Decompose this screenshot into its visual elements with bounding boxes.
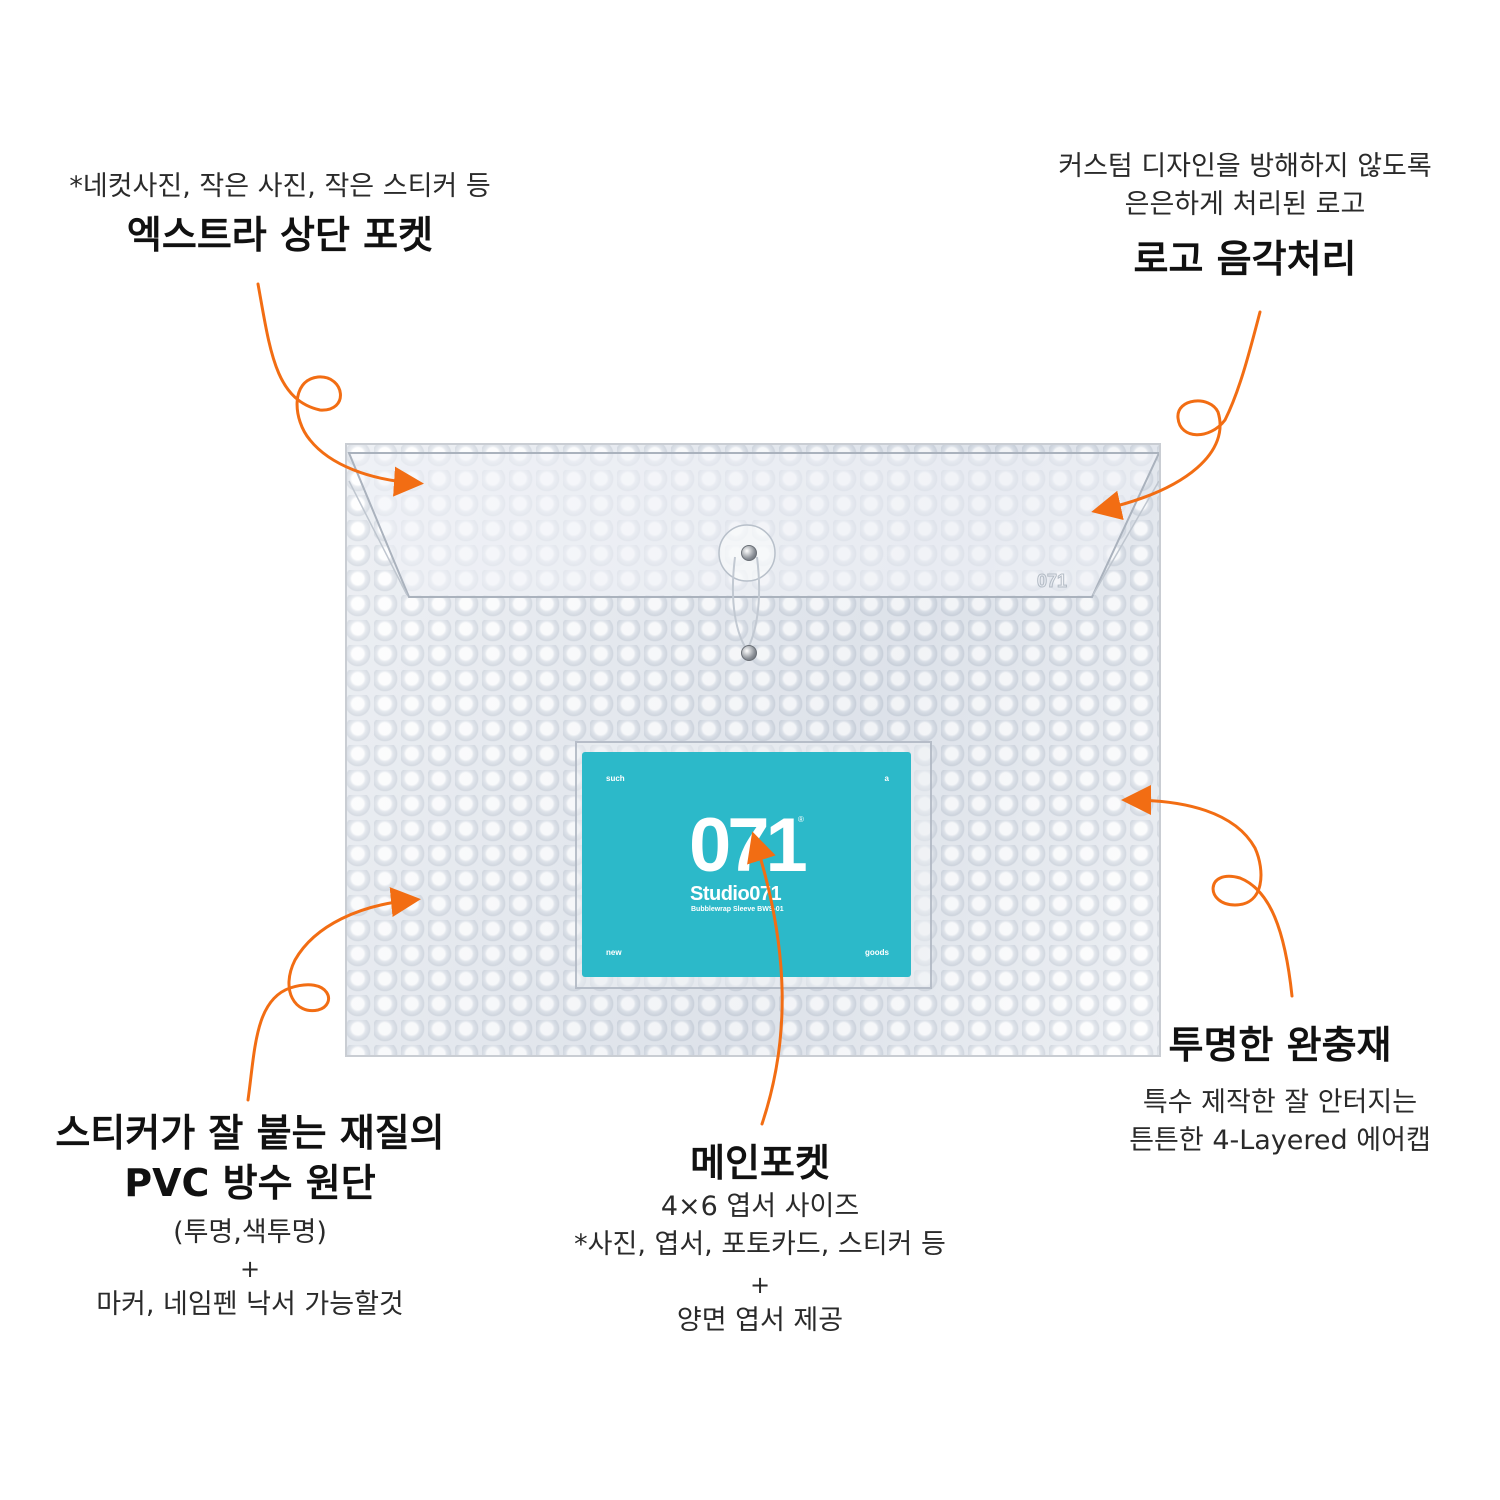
- annotation-title: 스티커가 잘 붙는 재질의: [55, 1111, 445, 1155]
- annotation-line: 4×6 엽서 사이즈: [660, 1191, 860, 1222]
- annotation-top-left: *네컷사진, 작은 사진, 작은 스티커 등 엑스트라 상단 포켓: [0, 168, 560, 260]
- card-corner-text: a: [884, 774, 889, 783]
- card-model: Bubblewrap Sleeve BWS-01: [691, 906, 784, 913]
- annotation-title: 메인포켓: [690, 1141, 830, 1185]
- annotation-line: 특수 제작한 잘 안터지는: [1142, 1087, 1418, 1118]
- card-corner-text: such: [606, 774, 625, 783]
- annotation-bottom-right: 투명한 완충재 특수 제작한 잘 안터지는 튼튼한 4-Layered 에어캡: [1060, 1020, 1500, 1160]
- arrow-top-left: [256, 282, 424, 497]
- arrow-bottom-center: [747, 831, 784, 1126]
- annotation-top-right: 커스텀 디자인을 방해하지 않도록 은은하게 처리된 로고 로고 음각처리: [990, 148, 1500, 284]
- annotation-line: 은은하게 처리된 로고: [1124, 189, 1366, 220]
- annotation-line: 튼튼한 4-Layered 에어캡: [1129, 1125, 1431, 1156]
- card-corner-text: new: [606, 948, 622, 957]
- bubblewrap-sleeve: 071 such a new goods 071 ® Studio071 Bub…: [345, 443, 1161, 1057]
- snap-button-bottom[interactable]: [741, 645, 757, 661]
- postcard: such a new goods 071 ® Studio071 Bubblew…: [582, 752, 911, 977]
- card-brand: Studio071: [690, 883, 782, 905]
- arrow-bottom-right: [1121, 785, 1294, 998]
- annotation-title: 투명한 완충재: [1168, 1023, 1392, 1067]
- engraved-logo: 071: [1037, 571, 1067, 591]
- snap-button-top[interactable]: [741, 545, 757, 561]
- card-corner-text: goods: [865, 948, 889, 957]
- annotation-title: 로고 음각처리: [1133, 237, 1357, 281]
- arrow-top-right: [1091, 310, 1262, 521]
- annotation-note: (투명,색투명): [173, 1217, 327, 1248]
- annotation-line: 커스텀 디자인을 방해하지 않도록: [1058, 151, 1432, 182]
- annotation-bottom-left: 스티커가 잘 붙는 재질의 PVC 방수 원단 (투명,색투명) + 마커, 네…: [0, 1108, 500, 1324]
- registered-mark: ®: [798, 815, 804, 824]
- top-flap: 071: [347, 452, 1159, 652]
- annotation-line: 마커, 네임펜 낙서 가능할것: [96, 1289, 404, 1320]
- annotation-bottom-center: 메인포켓 4×6 엽서 사이즈 *사진, 엽서, 포토카드, 스티커 등 + 양…: [510, 1138, 1010, 1340]
- annotation-plus: +: [239, 1255, 261, 1283]
- annotation-line: 양면 엽서 제공: [676, 1305, 844, 1336]
- arrow-bottom-left: [246, 887, 421, 1102]
- annotation-note: *네컷사진, 작은 사진, 작은 스티커 등: [69, 171, 491, 202]
- annotation-line: *사진, 엽서, 포토카드, 스티커 등: [574, 1229, 946, 1260]
- annotation-title: PVC 방수 원단: [124, 1161, 376, 1205]
- annotation-plus: +: [749, 1271, 771, 1299]
- annotation-title: 엑스트라 상단 포켓: [126, 213, 434, 257]
